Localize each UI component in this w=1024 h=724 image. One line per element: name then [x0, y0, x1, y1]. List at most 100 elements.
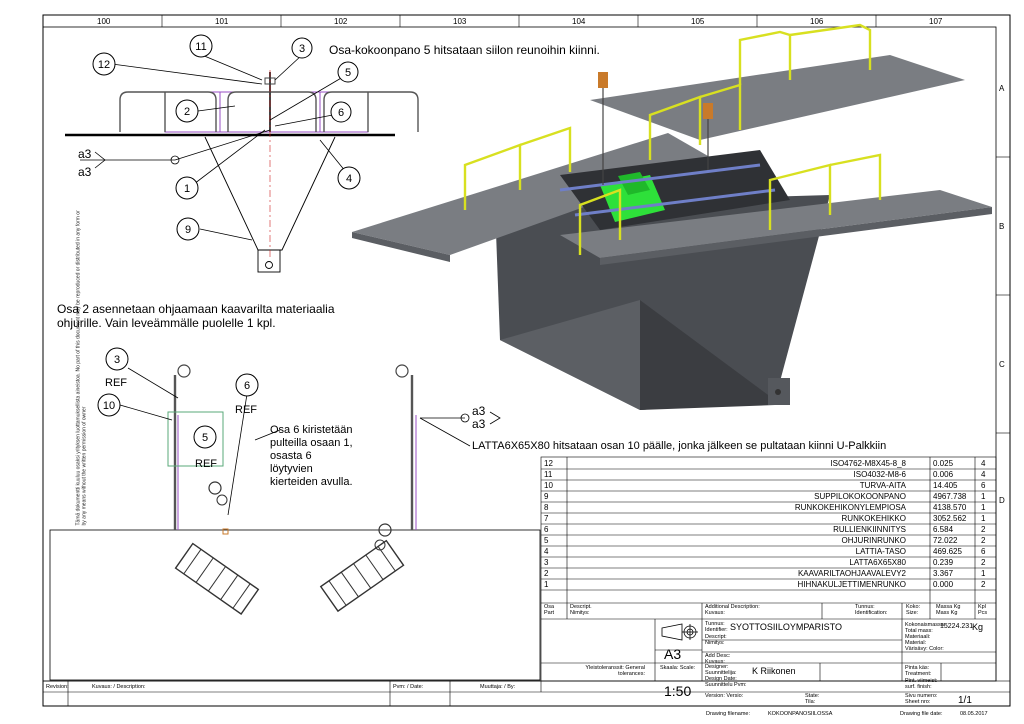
callout-text-4: 4: [346, 173, 352, 185]
revision-by-label: Muuttaja: / By:: [480, 684, 516, 690]
tb-material-label: Materiaali: Material:: [905, 634, 931, 646]
bom-row: 12 ISO4762-M8X45-8_8 0.025 4: [544, 459, 986, 468]
callout-2: [175, 99, 199, 123]
callout-6: [330, 101, 352, 123]
bom-header-additional: Additional Description: Kuvaus:: [705, 604, 760, 616]
tb-tolerances-label: Yleistoleranssit: General tolerances:: [585, 665, 645, 677]
column-label-107: 107: [929, 17, 943, 26]
note-part-2-line2: ohjurille. Vain leveämmälle puolelle 1 k…: [57, 316, 276, 330]
bom-row: 1 HIHNAKULJETTIMENRUNKO 0.000 2: [544, 580, 986, 589]
note-part-6-line2: pulteilla osaan 1,: [270, 437, 353, 449]
bom-row: 8 RUNKOKEHIKONYLEMPIOSA 4138.570 1: [544, 503, 986, 512]
title-block-grid: [42, 456, 1010, 707]
note-part-6-line1: Osa 6 kiristetään: [270, 424, 353, 436]
ref-label-3: REF: [105, 377, 127, 389]
bom-row: 10 TURVA-AITA 14.405 6: [544, 481, 986, 490]
tb-mass-unit: Kg: [972, 622, 984, 632]
drawing-filename: KOKOONPANOSIILOSSA: [768, 711, 833, 717]
callout-1: [175, 176, 199, 200]
conveyor-rails: [559, 163, 776, 217]
column-label-102: 102: [334, 17, 348, 26]
callout-5-frame: [167, 411, 224, 467]
roller-right: [319, 539, 405, 613]
callout-bottom-3: [105, 347, 129, 371]
row-grid: [996, 156, 1010, 682]
weld-label-a3-2: a3: [78, 165, 92, 179]
base-frame: [49, 529, 541, 681]
callout-bottom-text-3: 3: [114, 354, 120, 366]
tb-treatment-label: Pinta käs: Treatment:: [905, 665, 932, 677]
note-part-6-line4: löytyvien: [270, 463, 313, 475]
callout-9: [176, 217, 200, 241]
drawing-file-date-label: Drawing file date:: [900, 711, 943, 717]
callout-text-1: 1: [184, 183, 190, 195]
handrails: [119, 91, 419, 132]
column-label-105: 105: [691, 17, 705, 26]
clamp-brackets: [598, 72, 713, 119]
note-weld-assembly-5: Osa-kokoonpano 5 hitsataan siilon reunoi…: [329, 43, 600, 57]
tb-state-label: State: Tila:: [805, 693, 820, 705]
bom-header-osa: Osa Part: [544, 604, 555, 616]
bom-row: 2 KAAVARILTAOHJAAVALEVY2 3.367 1: [544, 569, 986, 578]
callout-text-3: 3: [299, 43, 305, 55]
bom-row: 6 RULLIENKIINNITYS 6.584 2: [544, 525, 986, 534]
bom-row: 7 RUNKOKEHIKKO 3052.562 1: [544, 514, 986, 523]
weld-symbol-top: [80, 129, 271, 169]
callout-bottom-6: [235, 373, 259, 397]
callout-bottom-5: [193, 425, 217, 449]
tb-scale-label: Skaala: Scale:: [660, 665, 696, 671]
callout-bottom-10: [97, 393, 121, 417]
bom-header-koko: Koko: Size:: [906, 604, 921, 616]
callout-leaders: [111, 54, 351, 241]
callout-text-11: 11: [195, 41, 206, 53]
revision-label: Revision:: [46, 684, 69, 690]
bom-row: 11 ISO4032-M8-6 0.006 4: [544, 470, 986, 479]
callout-text-6: 6: [338, 107, 344, 119]
tb-add-desc-label: Add Desc: Kuvaus:: [705, 653, 731, 665]
top-section-view: a3 a3 11 3 12: [65, 34, 419, 273]
column-label-100: 100: [97, 17, 111, 26]
bom-header-kpl: Kpl Pcs: [978, 604, 988, 616]
callout-text-5: 5: [345, 67, 351, 79]
row-label-D: D: [999, 496, 1005, 505]
callout-4: [337, 166, 361, 190]
callout-5: [337, 61, 359, 83]
tb-scale: 1:50: [664, 683, 692, 699]
deck-left: [352, 133, 715, 255]
note-part-2-line1: Osa 2 asennetaan ohjaamaan kaavarilta ma…: [57, 302, 335, 316]
note-part-6-line3: osasta 6: [270, 450, 312, 462]
tb-finish-label: Pint. viimeist: surf. finish:: [905, 678, 938, 690]
tb-sheet-label: Sivu numero: Sheet nro:: [905, 693, 938, 705]
column-label-106: 106: [810, 17, 824, 26]
row-label-C: C: [999, 360, 1005, 369]
callout-bottom-text-6: 6: [244, 380, 250, 392]
tb-color-label: Värisävy: Color:: [905, 646, 944, 652]
bom-row: 5 OHJURINRUNKO 72.022 2: [544, 536, 986, 545]
row-label-A: A: [999, 84, 1005, 93]
weld-label-a3-1: a3: [78, 147, 92, 161]
tb-total-mass: 15224.231: [940, 623, 974, 630]
callout-text-12: 12: [98, 59, 110, 71]
tb-size: A3: [664, 646, 682, 662]
deck-right: [560, 190, 992, 258]
yellow-handrails: [463, 23, 882, 255]
column-label-103: 103: [453, 17, 467, 26]
isometric-3d-view: [352, 23, 992, 410]
tb-tunnus-label: Tunnus: Identifier:: [705, 621, 728, 633]
tb-sheet: 1/1: [958, 695, 972, 706]
roller-left: [174, 542, 260, 615]
copyright-notice: Tämä dokumentti kuuluu osaksi yrityksen …: [75, 210, 88, 526]
callout-bottom-text-5: 5: [202, 432, 208, 444]
column-label-101: 101: [215, 17, 229, 26]
weld-label-bottom-1: a3: [472, 404, 486, 418]
bottom-section-view: a3 a3 3 6 10 5 REF REF REF: [49, 347, 541, 681]
drawing-file-date: 08.05.2017: [960, 711, 988, 717]
note-latta: LATTA6X65X80 hitsataan osan 10 päälle, j…: [472, 440, 887, 452]
tb-identifier: SYOTTOSIILOYMPARISTO: [730, 622, 843, 632]
bom-header-tunnus: Tunnus: Identification:: [855, 604, 888, 616]
note-part-6: Osa 6 kiristetään pulteilla osaan 1, osa…: [270, 424, 353, 489]
callout-11: [189, 34, 213, 58]
column-label-104: 104: [572, 17, 586, 26]
tb-total-mass-label: Kokonaismassa: Total mass:: [905, 622, 946, 634]
